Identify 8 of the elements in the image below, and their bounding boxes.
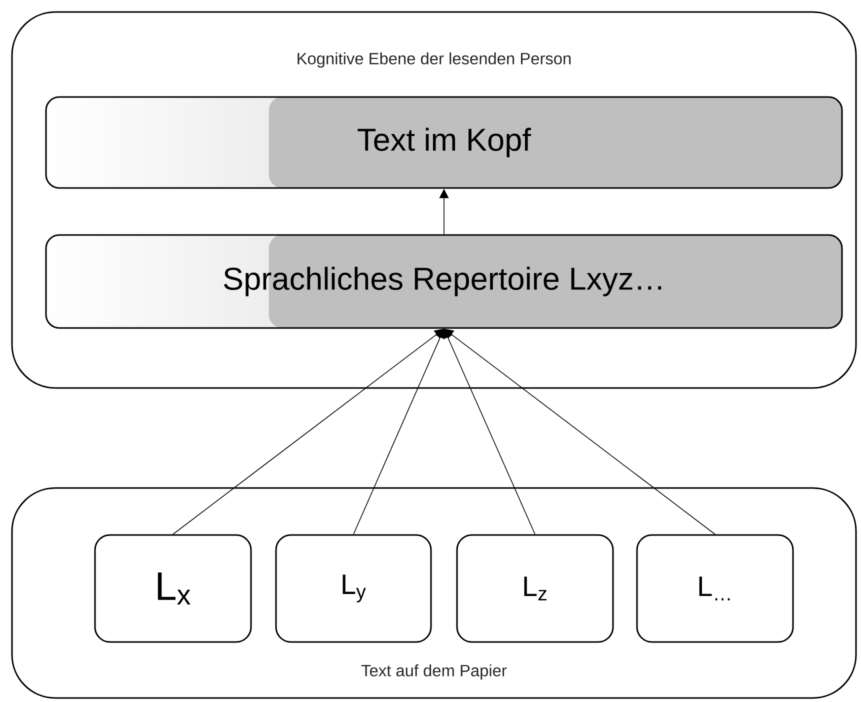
- language-box: L$_{x}$: [94, 534, 252, 643]
- arrow: [444, 328, 716, 535]
- language-box: L$_{z}$: [456, 534, 614, 643]
- language-box: L$_{…}$: [636, 534, 794, 643]
- process-box: Text im Kopf: [45, 96, 843, 189]
- language-box: L$_{y}$: [275, 534, 432, 643]
- arrow: [172, 328, 444, 535]
- process-box: Sprachliches Repertoire Lxyz…: [45, 234, 843, 329]
